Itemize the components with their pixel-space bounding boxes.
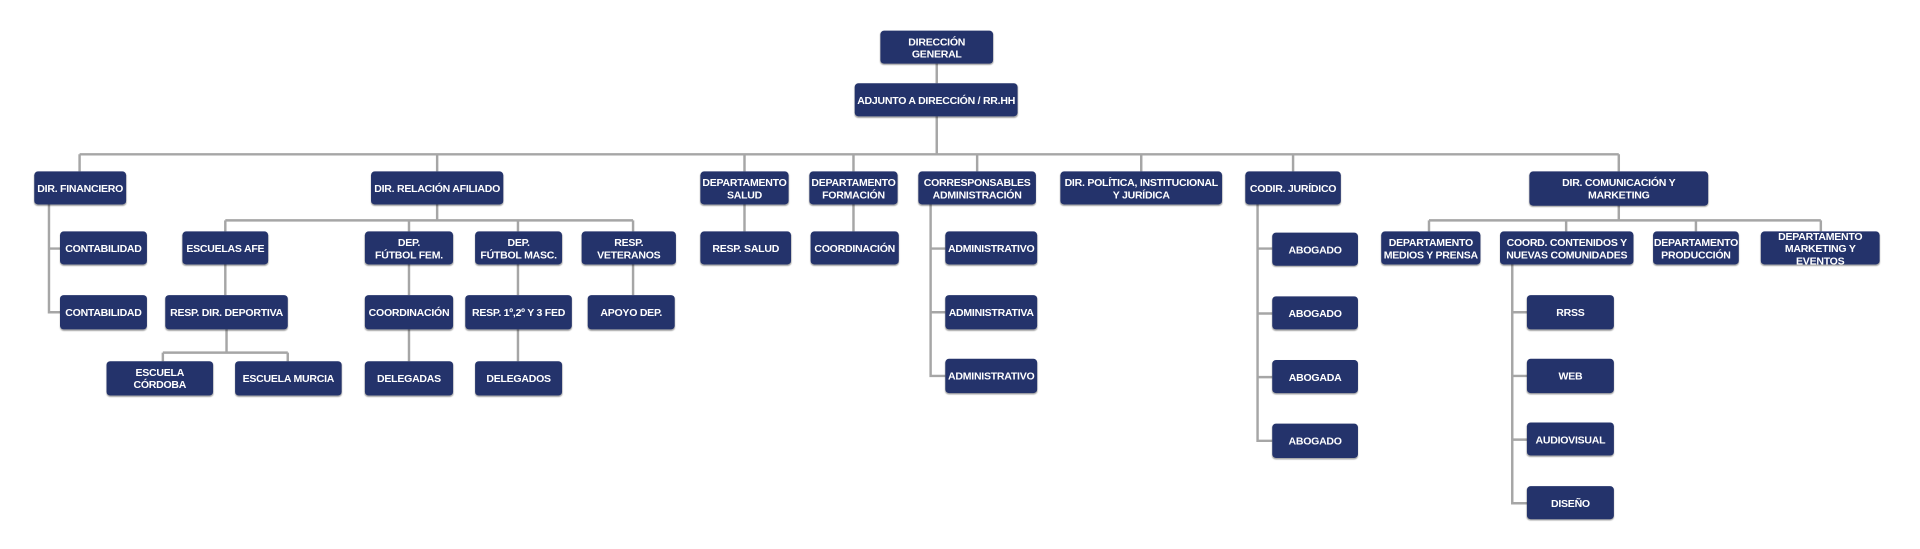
node-dir-politica: DIR. POLÍTICA, INSTITUCIONAL Y JURÍDICA (1060, 171, 1223, 205)
node-abogado: ABOGADO (1272, 232, 1358, 266)
node-administrativo: ADMINISTRATIVO (945, 358, 1038, 394)
node-escuela-cordoba: ESCUELA CÓRDOBA (106, 361, 214, 396)
node-coord-contenidos: COORD. CONTENIDOS Y NUEVAS COMUNIDADES (1500, 231, 1634, 265)
node-departamento-salud: DEPARTAMENTO SALUD (700, 171, 789, 205)
node-resp-salud: RESP. SALUD (700, 231, 792, 265)
node-abogada: ABOGADA (1272, 360, 1358, 394)
node-codir-juridico: CODIR. JURÍDICO (1245, 171, 1341, 205)
node-contabilidad: CONTABILIDAD (60, 295, 147, 330)
node-resp-veteranos: RESP. VETERANOS (581, 231, 676, 265)
node-resp-federaciones: RESP. 1º,2º Y 3 FED (465, 295, 572, 330)
node-adjunto-direccion: ADJUNTO A DIRECCIÓN / RR.HH (854, 83, 1018, 117)
node-dep-futbol-fem: DEP. FÚTBOL FEM. (364, 231, 454, 265)
node-resp-dir-deportiva: RESP. DIR. DEPORTIVA (165, 295, 288, 330)
node-abogado: ABOGADO (1272, 423, 1358, 458)
node-contabilidad: CONTABILIDAD (60, 231, 147, 265)
node-web: WEB (1526, 358, 1614, 394)
node-dir-comunicacion-marketing: DIR. COMUNICACIÓN Y MARKETING (1529, 171, 1709, 206)
node-apoyo-dep: APOYO DEP. (587, 295, 675, 330)
node-rrss: RRSS (1526, 295, 1614, 330)
node-dir-financiero: DIR. FINANCIERO (34, 171, 127, 205)
node-dir-relacion-afiliado: DIR. RELACIÓN AFILIADO (371, 171, 504, 205)
node-coordinacion-fem: COORDINACIÓN (364, 295, 454, 330)
node-departamento-medios-prensa: DEPARTAMENTO MEDIOS Y PRENSA (1381, 231, 1481, 265)
node-audiovisual: AUDIOVISUAL (1526, 422, 1614, 456)
node-coordinacion-formacion: COORDINACIÓN (810, 231, 899, 265)
node-administrativo: ADMINISTRATIVO (945, 231, 1038, 265)
node-administrativa: ADMINISTRATIVA (945, 295, 1038, 330)
node-departamento-marketing-eventos: DEPARTAMENTO MARKETING Y EVENTOS (1760, 230, 1880, 266)
node-dep-futbol-masc: DEP. FÚTBOL MASC. (475, 231, 563, 265)
node-departamento-formacion: DEPARTAMENTO FORMACIÓN (809, 171, 898, 205)
node-departamento-produccion: DEPARTAMENTO PRODUCCIÓN (1653, 231, 1739, 265)
node-escuelas-afe: ESCUELAS AFE (182, 231, 269, 265)
node-abogado: ABOGADO (1272, 296, 1358, 330)
node-escuela-murcia: ESCUELA MURCIA (235, 361, 342, 396)
node-corresponsables-administracion: CORRESPONSABLES ADMINISTRACIÓN (918, 171, 1036, 205)
node-delegados: DELEGADOS (475, 361, 563, 396)
node-direccion-general: DIRECCIÓN GENERAL (880, 30, 994, 64)
node-delegadas: DELEGADAS (364, 361, 454, 396)
node-diseno: DISEÑO (1526, 486, 1614, 520)
